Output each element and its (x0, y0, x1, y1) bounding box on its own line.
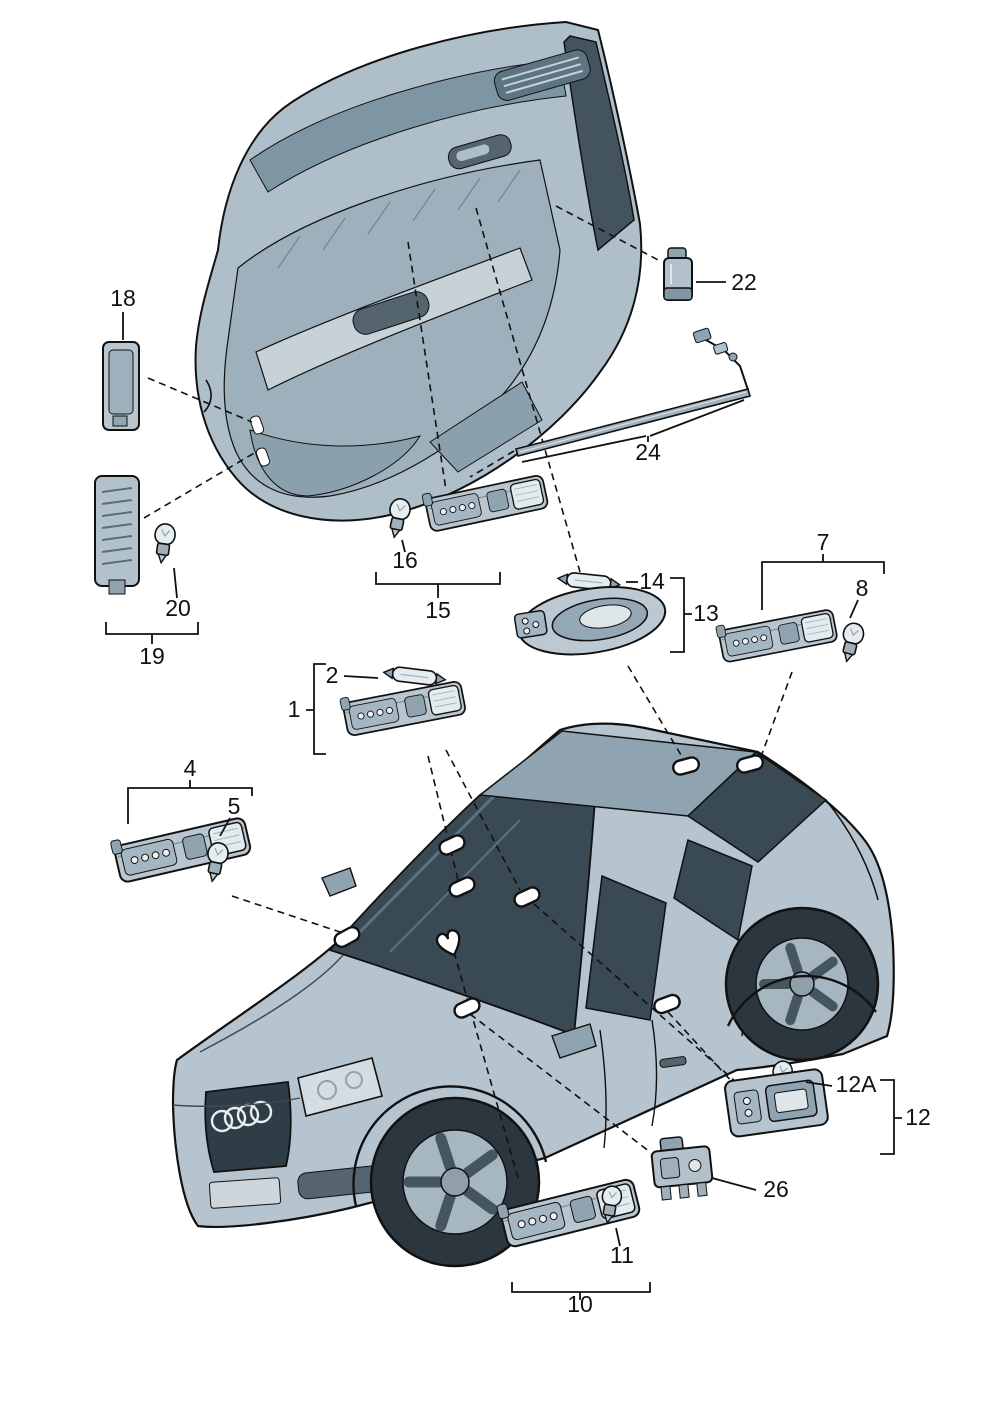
mid-door-seam (651, 1019, 658, 1127)
hood-seam (199, 943, 353, 1053)
headlight-lens-2 (345, 1071, 363, 1089)
bracket-12a (805, 1081, 833, 1087)
door-release-handle (447, 134, 512, 170)
parts (94, 247, 867, 1250)
callout-5[interactable]: 5 (228, 793, 241, 819)
part-4-lamp (109, 810, 253, 885)
bracket-26 (711, 1177, 757, 1191)
front-grille (204, 1080, 292, 1173)
callout-13[interactable]: 13 (693, 600, 719, 626)
bracket-19 (105, 622, 199, 644)
trunk-seam (825, 799, 879, 901)
callout-26[interactable]: 26 (763, 1176, 789, 1202)
front-wheel-arch (352, 1085, 548, 1207)
part-20-bulb (150, 521, 178, 565)
rear-wheel-arch (726, 974, 877, 1027)
bumper-crease (172, 1097, 301, 1107)
callout-7[interactable]: 7 (817, 529, 830, 555)
left-door-mirror (321, 867, 357, 897)
front-side-window (585, 874, 667, 1021)
license-plate (208, 1177, 282, 1209)
callout-24[interactable]: 24 (635, 439, 661, 465)
door-edge-detail (203, 379, 212, 413)
callout-4[interactable]: 4 (184, 755, 197, 781)
bracket-12 (880, 1079, 902, 1155)
bracket-20 (173, 567, 178, 599)
callout-2[interactable]: 2 (326, 662, 339, 688)
door-switch-hole-upper (249, 415, 265, 435)
part-24-light-strip (515, 327, 751, 457)
headlight-lens-1 (317, 1080, 337, 1100)
bracket-2 (343, 675, 379, 679)
mounting-holes (331, 752, 766, 1022)
door-panel (194, 20, 643, 522)
callout-11[interactable]: 11 (610, 1242, 634, 1268)
bracket-16 (401, 539, 406, 553)
mount-hole-heart (435, 929, 461, 957)
front-door-seam (599, 1029, 607, 1149)
part-12-lamp (724, 1068, 829, 1138)
bracket-11 (615, 1227, 621, 1247)
bracket-8 (849, 599, 859, 619)
bracket-1 (306, 663, 326, 755)
bracket-10 (511, 1282, 651, 1300)
part-13-lamp (513, 586, 667, 656)
callout-20[interactable]: 20 (165, 595, 191, 621)
door-speaker-grille (493, 49, 591, 101)
bracket-15 (375, 572, 501, 598)
rear-wheel (724, 906, 880, 1062)
callout-14[interactable]: 14 (639, 568, 665, 594)
part-7-lamp (714, 603, 839, 664)
part-1-lamp (338, 674, 468, 738)
bracket-24 (521, 399, 745, 463)
part-19-housing (94, 475, 140, 595)
callout-labels: 18 19 20 22 24 16 15 14 13 7 8 2 1 4 5 1… (110, 269, 931, 1317)
callout-19[interactable]: 19 (139, 643, 165, 669)
callout-15[interactable]: 15 (425, 597, 451, 623)
door-switch-hole-lower (255, 447, 271, 467)
part-2-festoon-bulb (382, 664, 447, 688)
callout-22[interactable]: 22 (731, 269, 757, 295)
callout-brackets (105, 281, 902, 1300)
door-window-glass (563, 35, 635, 252)
part-22-switch (663, 247, 693, 301)
leader-lines (143, 205, 793, 1179)
front-door-handle (659, 1056, 687, 1068)
part-18-cover (102, 341, 140, 431)
bracket-5 (219, 817, 231, 837)
callout-12[interactable]: 12 (905, 1104, 931, 1130)
part-8-bulb (836, 620, 867, 665)
door-lower-pocket (249, 429, 422, 497)
callout-10[interactable]: 10 (567, 1291, 593, 1317)
door-hatching (277, 169, 521, 269)
front-wheel (369, 1096, 541, 1268)
headlight (297, 1057, 383, 1117)
callout-12a[interactable]: 12A (836, 1071, 878, 1097)
bracket-13 (670, 577, 692, 653)
callout-8[interactable]: 8 (856, 575, 869, 601)
door-grab-handle (352, 291, 430, 335)
bracket-7 (761, 554, 885, 610)
callout-18[interactable]: 18 (110, 285, 136, 311)
right-door-mirror (551, 1023, 597, 1059)
rear-side-window (673, 838, 753, 942)
part-26-switch (650, 1136, 714, 1201)
callout-1[interactable]: 1 (288, 696, 301, 722)
bracket-4 (127, 780, 253, 824)
callout-16[interactable]: 16 (392, 547, 418, 573)
windshield-reflection-1 (354, 790, 500, 938)
door-pocket-panel (429, 381, 543, 473)
